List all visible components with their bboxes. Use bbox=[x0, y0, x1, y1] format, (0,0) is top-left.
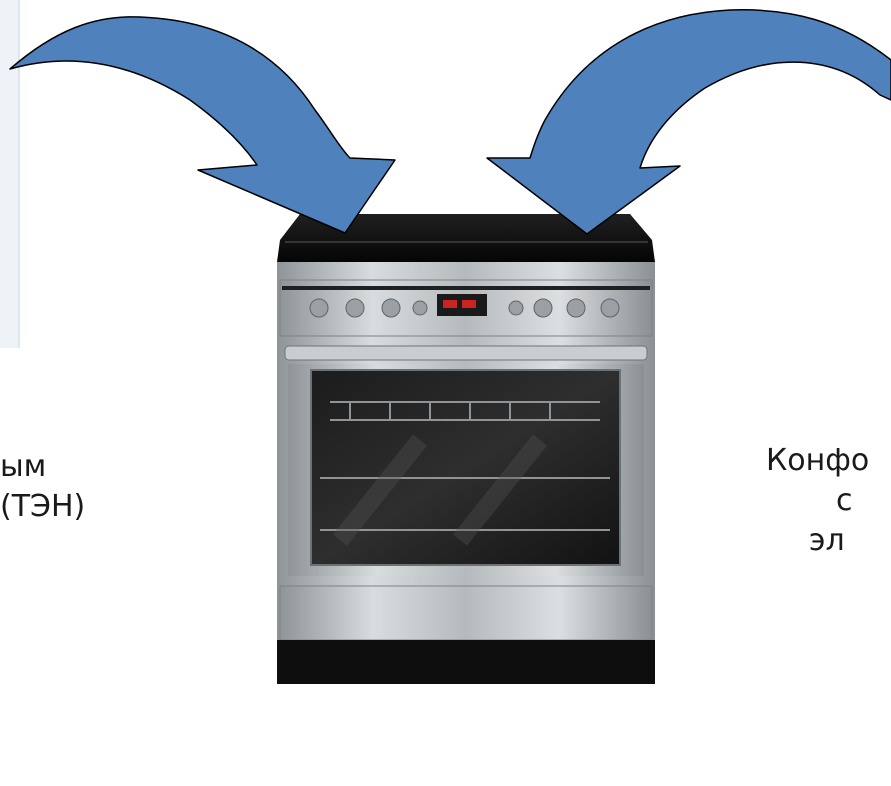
left-text-line-2: (ТЭН) bbox=[0, 487, 85, 527]
curved-arrow-down-right-icon bbox=[10, 17, 395, 233]
right-text-line-1: Конфо bbox=[766, 441, 869, 481]
stove-image bbox=[277, 214, 655, 684]
oven-handle bbox=[285, 346, 647, 360]
curved-arrow-down-left-icon bbox=[487, 10, 891, 234]
right-text-line-2: с bbox=[836, 481, 853, 521]
drawer bbox=[280, 586, 652, 640]
left-text-line-1: ым bbox=[0, 447, 46, 487]
plinth bbox=[277, 640, 655, 684]
right-text-line-3: эл bbox=[809, 521, 845, 561]
